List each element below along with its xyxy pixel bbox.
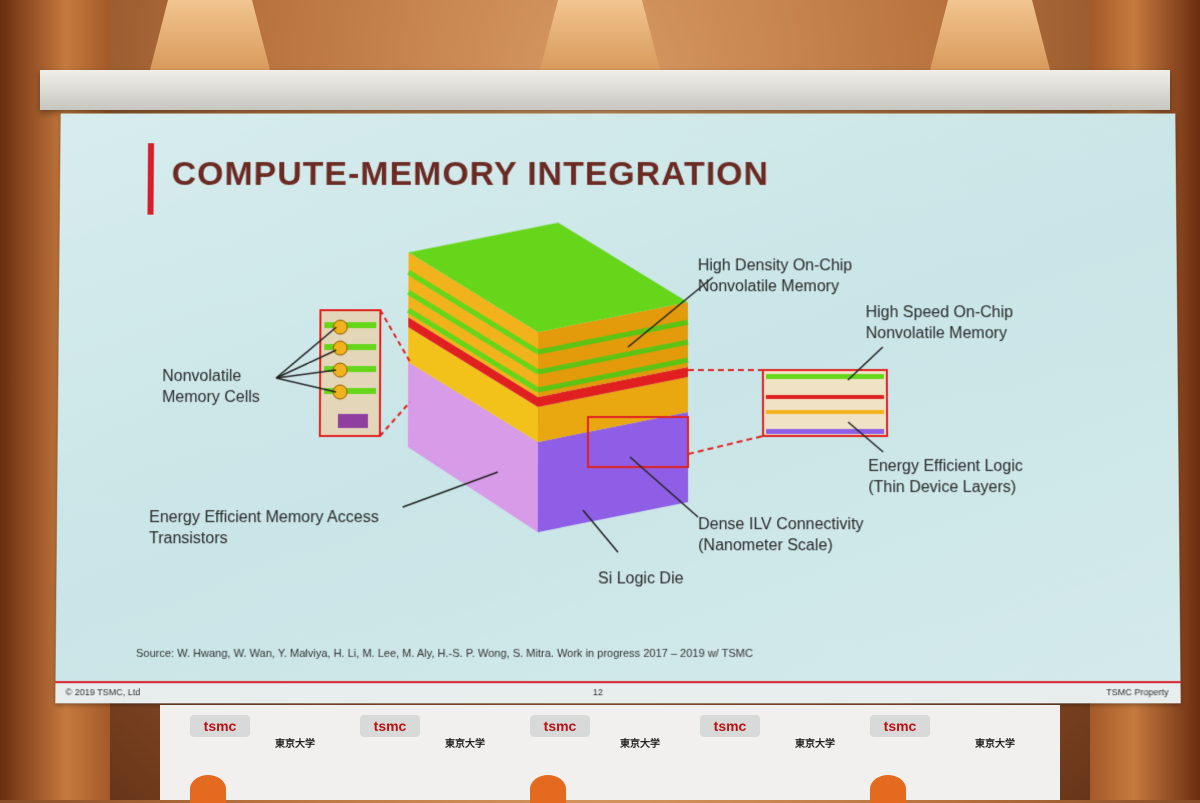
projector-screen-housing: [40, 70, 1170, 110]
ilv-layer: [408, 317, 689, 407]
university-name: 東京大学: [275, 739, 315, 750]
footer-copyright: © 2019 TSMC, Ltd: [65, 687, 141, 698]
logic-layers-front: [408, 327, 538, 442]
source-citation: Source: W. Hwang, W. Wan, Y. Malviya, H.…: [136, 647, 753, 660]
projection-screen: COMPUTE-MEMORY INTEGRATION: [55, 113, 1181, 704]
si-logic-die-front: [407, 362, 539, 533]
sun-logo: [870, 775, 906, 803]
university-name: 東京大学: [795, 739, 835, 750]
label-high-speed: High Speed On-Chip Nonvolatile Memory: [865, 304, 1014, 343]
stack-diagram: [275, 222, 889, 704]
si-logic-die-side: [537, 411, 689, 533]
label-nonvolatile-cells: Nonvolatile Memory Cells: [162, 368, 260, 407]
footer-page-number: 12: [592, 687, 603, 698]
sun-logo: [530, 775, 566, 803]
ceiling-pillar-center: [540, 0, 660, 70]
label-energy-logic: Energy Efficient Logic (Thin Device Laye…: [868, 458, 1023, 497]
sun-logo: [190, 775, 226, 803]
memory-layers-side: [538, 302, 688, 398]
label-dense-ilv: Dense ILV Connectivity (Nanometer Scale): [698, 516, 864, 555]
memory-top-surface: [408, 222, 688, 333]
university-name: 東京大学: [620, 739, 660, 750]
tsmc-logo: tsmc: [870, 715, 930, 737]
logic-layers-side: [537, 377, 689, 442]
memory-cells-inset: [318, 309, 382, 437]
ceiling-pillar-left: [150, 0, 270, 70]
university-name: 東京大学: [975, 739, 1015, 750]
sponsor-banner: tsmc tsmc tsmc tsmc tsmc 東京大学 東京大学 東京大学 …: [160, 705, 1060, 803]
label-si-logic: Si Logic Die: [597, 570, 684, 588]
label-energy-access: Energy Efficient Memory Access Transisto…: [148, 509, 379, 548]
ceiling-pillar-right: [930, 0, 1050, 70]
cross-section-inset: [761, 369, 889, 437]
tsmc-logo: tsmc: [190, 715, 250, 737]
university-name: 東京大学: [445, 739, 485, 750]
footer-property: TSMC Property: [1106, 687, 1169, 698]
tsmc-logo: tsmc: [700, 715, 760, 737]
label-high-density: High Density On-Chip Nonvolatile Memory: [697, 257, 853, 296]
memory-layers-front: [408, 252, 539, 398]
tsmc-logo: tsmc: [360, 715, 420, 737]
tsmc-logo: tsmc: [530, 715, 590, 737]
slide-footer: © 2019 TSMC, Ltd 12 TSMC Property: [55, 681, 1181, 704]
